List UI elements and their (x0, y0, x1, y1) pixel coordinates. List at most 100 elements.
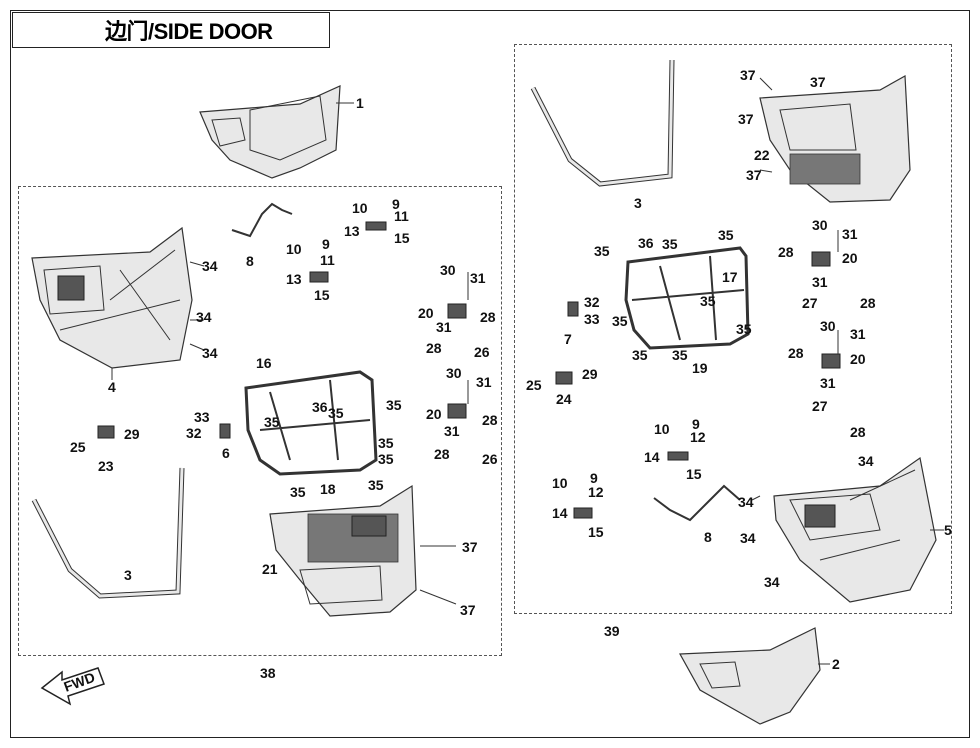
callout-4: 4 (108, 379, 116, 395)
leader-lines (111, 77, 839, 605)
callout-35: 35 (378, 435, 394, 451)
callout-17: 17 (722, 269, 738, 285)
left-assembly-box (18, 186, 502, 656)
callout-9: 9 (392, 196, 400, 212)
callout-31: 31 (820, 375, 836, 391)
callout-35: 35 (328, 405, 344, 421)
right-inner-detail (779, 103, 857, 151)
callout-35: 35 (632, 347, 648, 363)
callout-34: 34 (738, 494, 754, 510)
callout-31: 31 (812, 274, 828, 290)
callout-30: 30 (812, 217, 828, 233)
callout-13: 13 (286, 271, 302, 287)
callout-21: 21 (262, 561, 278, 577)
callout-9: 9 (692, 416, 700, 432)
callout-35: 35 (736, 321, 752, 337)
left-door-panel-inner (43, 249, 181, 341)
callout-11: 11 (394, 208, 409, 224)
callout-labels: 1 2 3 3 4 5 6 7 8 8 9 9 9 9 10 10 10 10 … (70, 67, 952, 681)
callout-20: 20 (850, 351, 866, 367)
callout-28: 28 (480, 309, 496, 325)
callout-15: 15 (686, 466, 702, 482)
callout-36: 36 (312, 399, 328, 415)
callout-35: 35 (672, 347, 688, 363)
latch-23 (97, 425, 115, 439)
callout-30: 30 (440, 262, 456, 278)
callout-35: 35 (594, 243, 610, 259)
callout-13: 13 (344, 223, 360, 239)
callout-31: 31 (842, 226, 858, 242)
callout-7: 7 (564, 331, 572, 347)
lower-trim-panel-2 (679, 627, 821, 725)
callout-6: 6 (222, 445, 230, 461)
lower-trim-detail (699, 661, 741, 689)
callout-11: 11 (320, 252, 335, 268)
left-door-handle-pocket (57, 275, 85, 301)
callout-30: 30 (446, 365, 462, 381)
callout-15: 15 (314, 287, 330, 303)
callout-32: 32 (584, 294, 600, 310)
part-6 (219, 423, 231, 439)
callout-12: 12 (588, 484, 604, 500)
assembly-label-38: 38 (260, 665, 276, 681)
callout-37: 37 (738, 111, 754, 127)
bracket-13-upper (365, 221, 387, 231)
callout-33: 33 (194, 409, 210, 425)
assembly-label-39: 39 (604, 623, 620, 639)
callout-23: 23 (98, 458, 114, 474)
latch-24 (555, 371, 573, 385)
callout-29: 29 (582, 366, 598, 382)
callout-2: 2 (832, 656, 840, 672)
hinge-20-a (447, 303, 467, 319)
callout-28: 28 (778, 244, 794, 260)
upper-trim-detail (211, 95, 327, 161)
callout-35: 35 (386, 397, 402, 413)
left-inner-pocket (351, 515, 387, 537)
callout-14: 14 (552, 505, 568, 521)
callout-3: 3 (634, 195, 642, 211)
page-title: 边门/SIDE DOOR (12, 12, 330, 48)
callout-35: 35 (368, 477, 384, 493)
right-assembly-box (514, 44, 952, 614)
callout-28: 28 (482, 412, 498, 428)
callout-15: 15 (394, 230, 410, 246)
cable-8-right (653, 484, 741, 522)
callout-37: 37 (462, 539, 478, 555)
callout-35: 35 (662, 236, 678, 252)
callout-26: 26 (482, 451, 498, 467)
callout-8: 8 (704, 529, 712, 545)
hinge-20-d (821, 353, 841, 369)
callout-37: 37 (460, 602, 476, 618)
callout-27: 27 (802, 295, 818, 311)
callout-28: 28 (788, 345, 804, 361)
bracket-13-lower (309, 271, 329, 283)
callout-5: 5 (944, 522, 952, 538)
callout-35: 35 (718, 227, 734, 243)
callout-20: 20 (426, 406, 442, 422)
callout-34: 34 (202, 258, 218, 274)
page-title-text: 边门/SIDE DOOR (105, 19, 273, 44)
bracket-14-lower (573, 507, 593, 519)
callout-34: 34 (764, 574, 780, 590)
callout-31: 31 (476, 374, 492, 390)
callout-24: 24 (556, 391, 572, 407)
callout-28: 28 (426, 340, 442, 356)
callout-36: 36 (638, 235, 654, 251)
left-inner-detail (299, 565, 383, 605)
callout-26: 26 (474, 344, 490, 360)
callout-8: 8 (246, 253, 254, 269)
callout-34: 34 (196, 309, 212, 325)
callout-16: 16 (256, 355, 272, 371)
upper-trim-panel-1 (199, 85, 341, 179)
callout-35: 35 (378, 451, 394, 467)
callout-19: 19 (692, 360, 708, 376)
callout-33: 33 (584, 311, 600, 327)
callout-3: 3 (124, 567, 132, 583)
callout-30: 30 (820, 318, 836, 334)
callout-18: 18 (320, 481, 336, 497)
callout-20: 20 (418, 305, 434, 321)
callout-10: 10 (552, 475, 568, 491)
bracket-14-upper (667, 451, 689, 461)
